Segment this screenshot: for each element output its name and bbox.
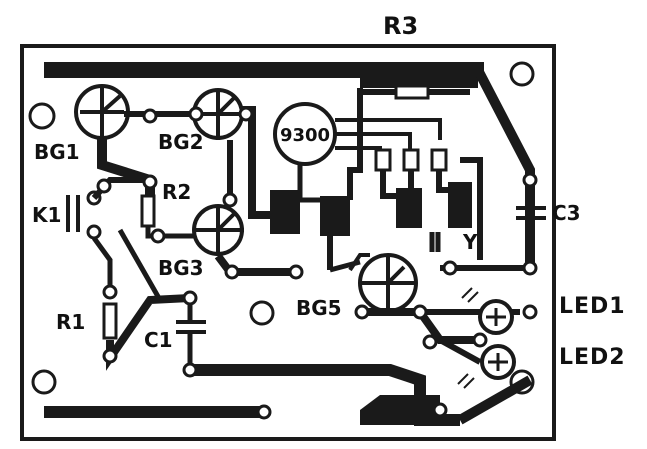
label-led1: LED1: [559, 294, 626, 319]
c1-capacitor-footprint: [176, 320, 206, 334]
bg5-emitter-trace: [360, 308, 480, 344]
r3-resistor-footprint: [394, 84, 430, 100]
top-bus-trace: [44, 62, 484, 78]
led1-pins: [486, 308, 506, 326]
bg5-pins: [360, 255, 416, 311]
k1-pad: [86, 224, 102, 240]
led1-emission-arrows: [461, 287, 479, 303]
bg1-pins: [80, 86, 124, 138]
top-bus-step: [360, 78, 478, 88]
label-bg3: BG3: [158, 256, 204, 280]
label-led2: LED2: [559, 345, 626, 370]
right-diagonal-trace: [473, 67, 535, 270]
mounting-hole: [28, 102, 56, 130]
component-pad: [396, 188, 422, 228]
k1-switch-footprint: [66, 195, 80, 232]
led2-trace: [438, 337, 482, 365]
label-bg1: BG1: [34, 140, 80, 164]
pad-group: [96, 106, 538, 420]
led2-pins: [488, 353, 508, 371]
bg3-pins: [196, 206, 244, 256]
ic-9300-label: 9300: [280, 125, 330, 146]
mounting-hole: [509, 61, 535, 87]
label-r1: R1: [56, 310, 86, 334]
middle-component-pad: [320, 196, 350, 236]
k1-trace: [91, 177, 150, 200]
board-outline: [20, 44, 556, 441]
label-k1: K1: [32, 203, 62, 227]
label-c3: C3: [552, 201, 581, 225]
bottom-ground-pour: [360, 395, 440, 425]
component-pad: [448, 182, 472, 228]
label-y: Y: [463, 230, 478, 254]
led2-emission-arrows: [457, 373, 475, 389]
y-crystal-footprint: [429, 232, 441, 252]
label-c1: C1: [144, 328, 173, 352]
r2-trace: [145, 226, 196, 239]
bottom-right-trace: [457, 375, 533, 425]
r2-resistor-footprint: [140, 194, 156, 228]
label-r2: R2: [162, 180, 192, 204]
bg1-collector-trace: [97, 138, 155, 200]
label-r3: R3: [383, 12, 419, 40]
mounting-hole: [249, 300, 275, 326]
right-mid-trace: [460, 157, 483, 260]
pad-rect: [430, 148, 448, 172]
pad-rect: [402, 148, 420, 172]
label-bg2: BG2: [158, 130, 204, 154]
middle-traces: [327, 88, 363, 270]
ic-9300-pin-trace: [297, 164, 330, 203]
pad-rect: [374, 148, 392, 172]
bg5-base-trace: [329, 259, 361, 273]
r1-resistor-footprint: [102, 302, 118, 340]
label-bg5: BG5: [296, 296, 342, 320]
diag-trace: [117, 228, 163, 302]
middle-component-pad: [270, 190, 300, 234]
r1-upper-trace: [91, 236, 113, 292]
mounting-hole: [31, 369, 57, 395]
